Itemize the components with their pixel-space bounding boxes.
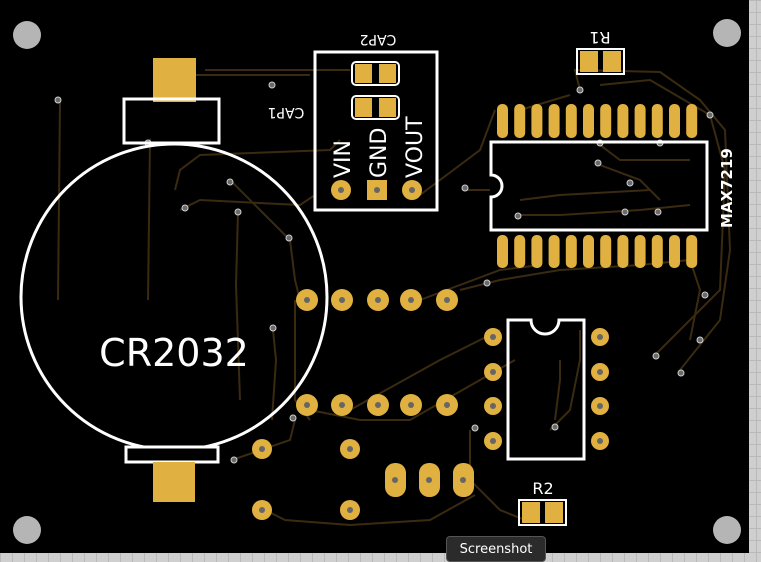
pcb-substrate xyxy=(0,0,749,553)
max7219-pin-top[interactable] xyxy=(531,104,543,138)
header-pin-drill xyxy=(304,402,310,408)
mounting-hole-top-left xyxy=(13,21,41,49)
max7219-pin-bottom[interactable] xyxy=(651,235,663,268)
max7219-pin-top[interactable] xyxy=(686,104,698,138)
max7219-pin-top[interactable] xyxy=(548,104,560,138)
regulator-outline xyxy=(313,50,439,212)
cap1-label: CAP1 xyxy=(268,104,305,120)
oval-pad-group[interactable] xyxy=(385,463,474,497)
vin-label: VIN xyxy=(331,140,356,178)
dip8-pin-drill xyxy=(597,438,603,444)
max7219-label: MAX7219 xyxy=(718,148,736,228)
battery-tab-bottom-outline xyxy=(124,445,220,464)
resistor-r2[interactable]: R2 xyxy=(518,479,567,526)
max7219-pin-top[interactable] xyxy=(583,104,594,138)
max7219-pin-top[interactable] xyxy=(634,104,646,138)
battery-pad-bottom[interactable] xyxy=(153,462,195,502)
max7219-pin-top[interactable] xyxy=(600,104,612,138)
max7219-pin-top[interactable] xyxy=(514,104,526,138)
cap1-pad-1[interactable] xyxy=(355,98,372,117)
r1-pad-2[interactable] xyxy=(603,51,621,72)
cap1-footprint[interactable] xyxy=(351,95,400,120)
max7219-pin-bottom[interactable] xyxy=(548,235,560,268)
max7219-pin-top[interactable] xyxy=(565,104,577,138)
header-pin-drill xyxy=(408,402,414,408)
dip8-outline xyxy=(506,318,586,461)
max7219-pin-bottom[interactable] xyxy=(514,235,526,268)
mounting-hole-bottom-right xyxy=(713,516,741,544)
dip8-pin-drill xyxy=(490,438,496,444)
header-pin-drill xyxy=(375,297,381,303)
regulator-module[interactable]: CAP2 CAP1 VIN GND VOUT xyxy=(268,31,439,212)
max7219-pin-bottom[interactable] xyxy=(600,235,612,268)
gnd-label: GND xyxy=(367,128,392,178)
header-pin-drill xyxy=(375,402,381,408)
cap2-label: CAP2 xyxy=(360,31,397,47)
max7219-pin-top[interactable] xyxy=(669,104,680,138)
header-pin-drill xyxy=(304,297,310,303)
cap2-pad-2[interactable] xyxy=(379,64,396,83)
battery-pad-top[interactable] xyxy=(153,58,196,102)
max7219-pin-bottom[interactable] xyxy=(497,235,508,268)
dip8-pin-drill xyxy=(490,369,496,375)
ic-max7219[interactable]: MAX7219 xyxy=(489,104,736,268)
max7219-pin-bottom[interactable] xyxy=(669,235,680,268)
mounting-hole-bottom-left xyxy=(13,516,41,544)
dip8-pin-drill xyxy=(597,334,603,340)
r1-label: R1 xyxy=(589,28,610,47)
screenshot-tooltip: Screenshot xyxy=(446,536,546,562)
misc-pads[interactable] xyxy=(252,439,360,520)
max7219-pin-top[interactable] xyxy=(497,104,508,138)
dip8-pin-drill xyxy=(490,334,496,340)
vout-label: VOUT xyxy=(403,116,428,178)
resistor-r1[interactable]: R1 xyxy=(576,28,625,75)
max7219-pin-bottom[interactable] xyxy=(617,235,629,268)
max7219-pin-top[interactable] xyxy=(651,104,663,138)
max7219-pin-bottom[interactable] xyxy=(686,235,698,268)
header-pin-drill xyxy=(408,297,414,303)
r1-pad-1[interactable] xyxy=(580,51,598,72)
max7219-pin-bottom[interactable] xyxy=(583,235,594,268)
dip8-pin-drill xyxy=(490,403,496,409)
max7219-outline xyxy=(489,140,709,232)
cap2-pad-1[interactable] xyxy=(355,64,372,83)
dip8-pin-drill xyxy=(597,403,603,409)
header-pin-drill xyxy=(339,402,345,408)
cap2-footprint[interactable] xyxy=(351,61,400,86)
dip8-pin-drill xyxy=(597,369,603,375)
max7219-pin-bottom[interactable] xyxy=(634,235,646,268)
r2-pad-1[interactable] xyxy=(522,502,540,523)
battery-label: CR2032 xyxy=(99,331,249,375)
max7219-pin-top[interactable] xyxy=(617,104,629,138)
ic-dip8[interactable] xyxy=(484,318,609,461)
r2-pad-2[interactable] xyxy=(545,502,563,523)
battery-holder-cr2032[interactable]: CR2032 xyxy=(19,58,329,502)
header-pins[interactable] xyxy=(296,289,458,416)
header-pin-drill xyxy=(339,297,345,303)
header-pin-drill xyxy=(444,297,450,303)
max7219-pin-bottom[interactable] xyxy=(565,235,577,268)
max7219-pin-bottom[interactable] xyxy=(531,235,543,268)
header-pin-drill xyxy=(444,402,450,408)
mounting-hole-top-right xyxy=(713,19,741,47)
screenshot-tooltip-label: Screenshot xyxy=(459,541,533,557)
r2-label: R2 xyxy=(532,479,553,498)
cap1-pad-2[interactable] xyxy=(379,98,396,117)
